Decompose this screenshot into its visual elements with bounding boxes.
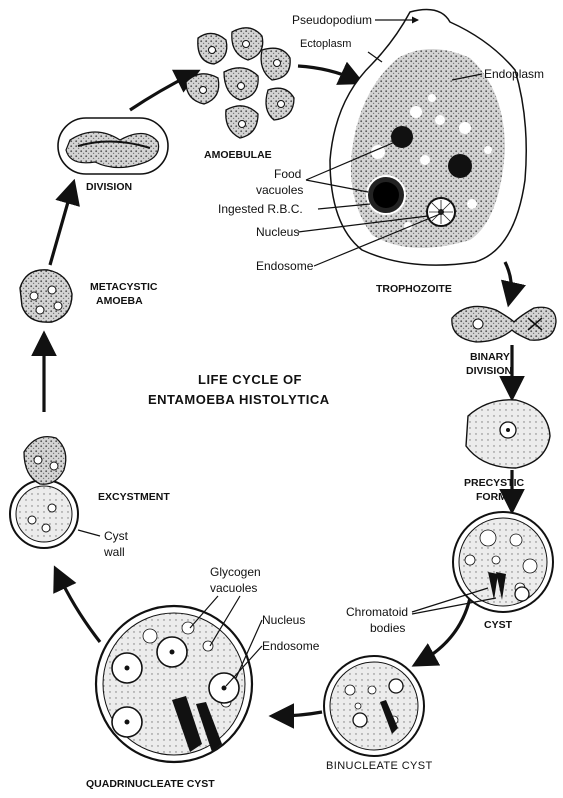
metacystic-caption-line1: METACYSTIC	[90, 281, 158, 293]
pseudopodium-label: Pseudopodium	[292, 13, 372, 27]
precystic-form-cell: PRECYSTIC FORM	[464, 400, 550, 503]
division-caption: DIVISION	[86, 181, 132, 193]
endoplasm-label: Endoplasm	[484, 67, 544, 81]
glycogen-label-line1: Glycogen	[210, 565, 261, 579]
chromatoid-label-line1: Chromatoid	[346, 605, 408, 619]
metacystic-amoeba-cell: METACYSTIC AMOEBA	[20, 270, 158, 322]
title-line1: LIFE CYCLE OF	[198, 372, 302, 387]
cyst-cell: CYST	[453, 512, 553, 631]
precystic-caption-line2: FORM	[476, 491, 507, 503]
quadrinucleate-caption: QUADRINUCLEATE CYST	[86, 778, 215, 790]
cyst-wall-label-line1: Cyst	[104, 529, 129, 543]
amoebulae-caption: AMOEBULAE	[204, 149, 272, 161]
division-cell: DIVISION	[58, 118, 168, 193]
excystment-cell: EXCYSTMENT Cyst wall	[10, 437, 170, 559]
binary-caption-line2: DIVISION	[466, 365, 512, 377]
trophozoite-cell	[330, 10, 526, 266]
endosome-label: Endosome	[256, 259, 314, 273]
binucleate-caption: BINUCLEATE CYST	[326, 760, 433, 772]
amoebulae-cluster: AMOEBULAE	[186, 28, 294, 161]
food-vacuoles-label-line2: vacuoles	[256, 183, 303, 197]
diagram-title: LIFE CYCLE OF ENTAMOEBA HISTOLYTICA	[148, 372, 330, 407]
cyst-caption: CYST	[484, 619, 513, 631]
ectoplasm-label: Ectoplasm	[300, 38, 351, 50]
cyst-wall-label-line2: wall	[103, 545, 125, 559]
trophozoite-caption: TROPHOZOITE	[376, 283, 452, 295]
precystic-caption-line1: PRECYSTIC	[464, 477, 525, 489]
glycogen-label-line2: vacuoles	[210, 581, 257, 595]
binucleate-cyst-cell: BINUCLEATE CYST	[324, 656, 433, 772]
food-vacuoles-label-line1: Food	[274, 167, 301, 181]
excystment-caption: EXCYSTMENT	[98, 491, 170, 503]
quad-endosome-label: Endosome	[262, 639, 320, 653]
binary-division-cell: BINARY DIVISION	[452, 306, 556, 377]
chromatoid-label-line2: bodies	[370, 621, 405, 635]
nucleus-label: Nucleus	[256, 225, 299, 239]
quadrinucleate-cyst-cell: QUADRINUCLEATE CYST	[86, 606, 252, 790]
ingested-rbc-label: Ingested R.B.C.	[218, 202, 303, 216]
binary-caption-line1: BINARY	[470, 351, 510, 363]
title-line2: ENTAMOEBA HISTOLYTICA	[148, 392, 330, 407]
metacystic-caption-line2: AMOEBA	[96, 295, 143, 307]
quad-nucleus-label: Nucleus	[262, 613, 305, 627]
